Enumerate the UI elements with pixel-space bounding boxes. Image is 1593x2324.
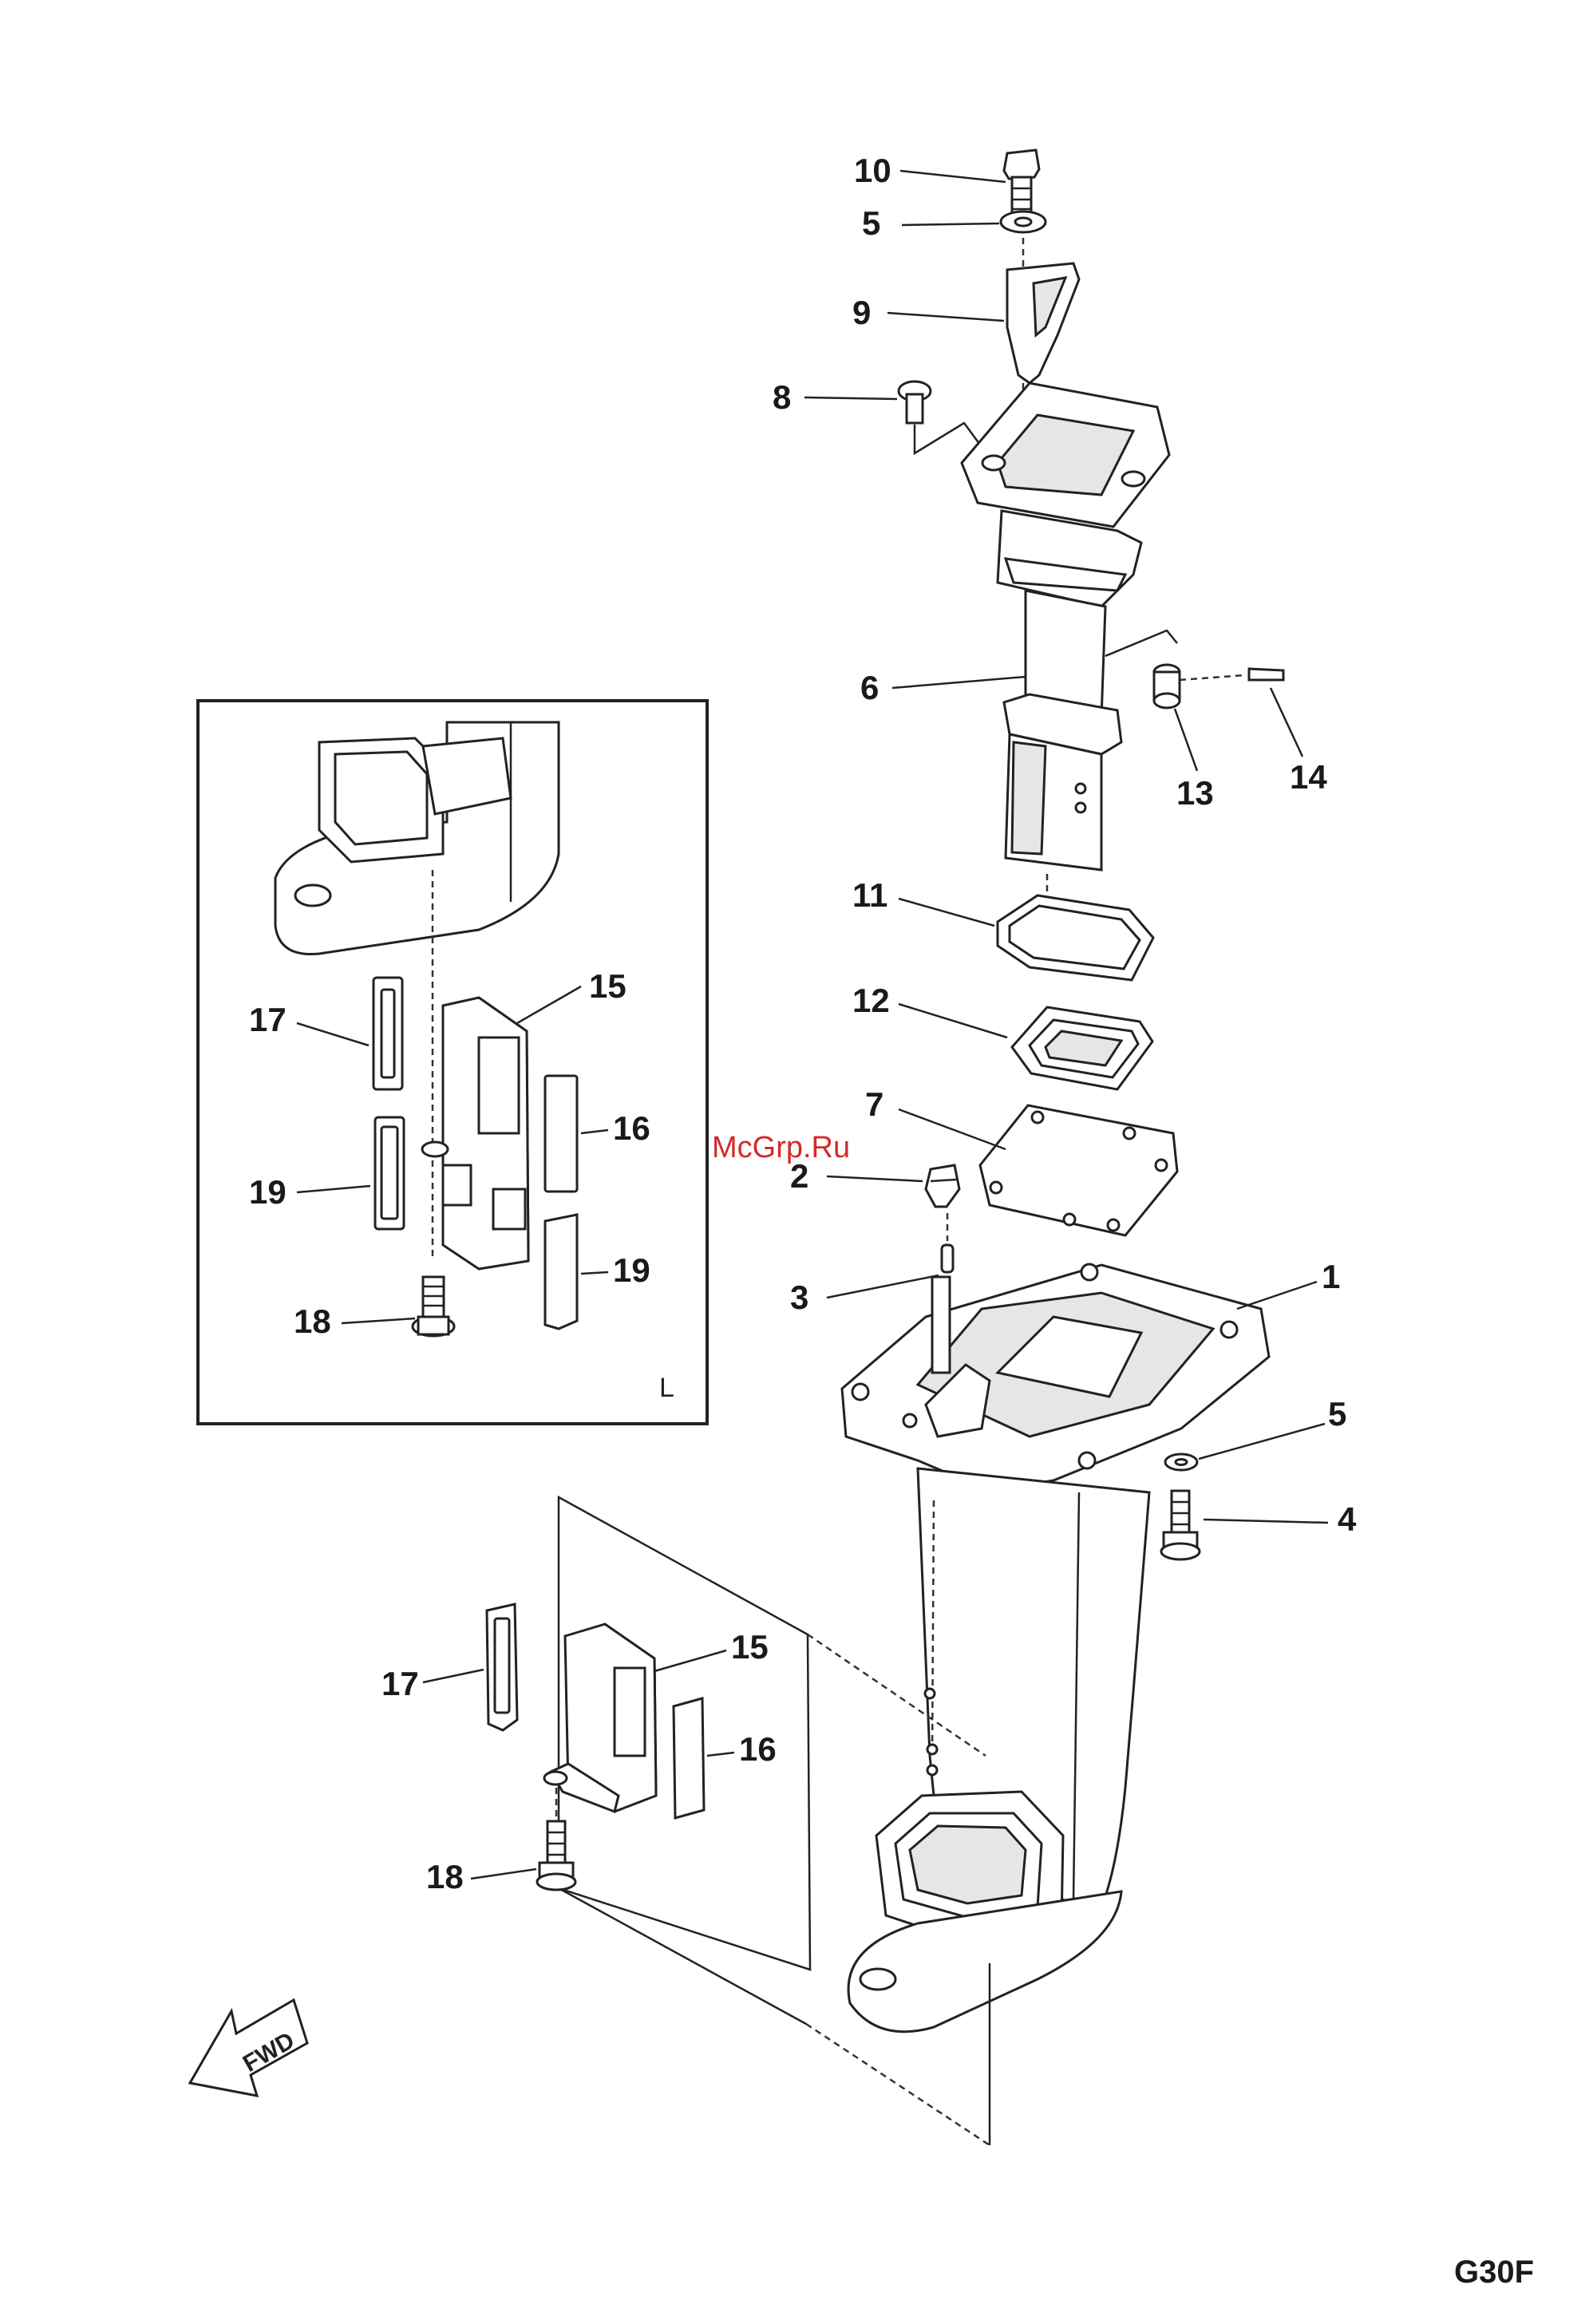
inset-part-19-right	[545, 1215, 577, 1329]
callout-15: 15	[731, 1628, 769, 1666]
inset-label: L	[659, 1373, 674, 1403]
callout-10: 10	[854, 152, 891, 189]
part-14-pin	[1180, 669, 1283, 680]
leader-16	[707, 1753, 734, 1756]
callout-7: 7	[865, 1085, 883, 1123]
callout-6: 6	[860, 669, 879, 706]
callout-16: 16	[739, 1730, 777, 1768]
leader-13-14-frame	[1105, 630, 1177, 656]
callout-9: 9	[852, 294, 871, 331]
part-11-gasket	[998, 895, 1153, 980]
fwd-arrow: FWD	[190, 2000, 307, 2096]
leader-18	[471, 1869, 536, 1879]
leader-9	[887, 313, 1004, 321]
inset-lower-case-foot	[275, 722, 559, 955]
part-7-gasket	[980, 1105, 1177, 1235]
inset-detail-l: 15 17 16 19 19 18 L	[198, 701, 707, 1424]
leader-8-path	[915, 423, 982, 453]
callout-14: 14	[1290, 758, 1327, 796]
leader-8	[804, 397, 897, 399]
diagram-code: G30F	[1454, 2255, 1534, 2290]
watermark-text: McGrp.Ru	[712, 1131, 850, 1164]
callout-3: 3	[790, 1279, 808, 1316]
leader-4	[1204, 1520, 1328, 1523]
part-12-gasket	[1012, 1007, 1152, 1089]
leader-15	[654, 1650, 726, 1671]
part-5-washer-lower	[1165, 1454, 1197, 1470]
leader-17	[423, 1670, 484, 1682]
callout-11: 11	[852, 876, 887, 914]
part-5-washer-top	[1001, 211, 1046, 232]
part-4-bolt	[1161, 1491, 1200, 1559]
part-9-bracket	[1007, 263, 1079, 383]
inset-part-15	[422, 998, 528, 1269]
part-3-dowel	[942, 1245, 953, 1272]
callout-17-inset: 17	[249, 1001, 287, 1038]
leader-1	[1237, 1282, 1317, 1309]
leader-13	[1175, 709, 1197, 771]
leader-18a	[342, 1318, 415, 1323]
callout-5-top: 5	[862, 204, 880, 242]
inset-part-19-left	[375, 1117, 404, 1229]
part-6-exhaust-guide	[962, 383, 1169, 870]
callout-4: 4	[1338, 1500, 1357, 1538]
leader-16a	[581, 1130, 608, 1133]
projection-line-bottom	[806, 2024, 990, 2145]
part-15-bracket	[544, 1624, 656, 1812]
leader-10	[900, 171, 1006, 182]
callout-8: 8	[773, 378, 791, 416]
leader-5-top	[902, 223, 999, 225]
part-13-bushing	[1154, 665, 1180, 708]
inset-part-16	[545, 1076, 577, 1192]
part-8-screw	[899, 381, 931, 423]
part-1-upper-casing	[842, 1264, 1269, 2032]
leader-12	[899, 1004, 1007, 1038]
leader-19b	[581, 1272, 608, 1274]
callout-16-inset: 16	[613, 1109, 650, 1147]
leader-17a	[297, 1023, 369, 1045]
leader-14	[1271, 688, 1302, 757]
part-16-plate	[674, 1698, 704, 1818]
leader-3	[827, 1275, 939, 1298]
part-10-bolt	[1004, 150, 1039, 217]
inset-part-17	[374, 978, 402, 1089]
inset-part-18	[413, 1277, 454, 1336]
leader-11	[899, 899, 994, 926]
callout-18: 18	[426, 1858, 464, 1895]
callout-19-inset-left: 19	[249, 1173, 287, 1211]
leader-7	[899, 1109, 1006, 1149]
part-18-bolt	[537, 1821, 575, 1890]
callout-1: 1	[1322, 1258, 1340, 1295]
callout-17: 17	[381, 1665, 419, 1702]
leader-19a	[297, 1186, 370, 1192]
part-17-strip	[487, 1604, 517, 1730]
callout-19-inset-right: 19	[613, 1251, 650, 1289]
part-2-grommet	[926, 1165, 959, 1207]
callout-18-inset: 18	[294, 1302, 331, 1340]
leader-5-lower	[1199, 1424, 1325, 1459]
callout-15-inset: 15	[589, 967, 627, 1005]
callout-12: 12	[852, 982, 890, 1019]
leader-6	[892, 677, 1026, 688]
callout-13: 13	[1176, 774, 1214, 812]
callout-5-lower: 5	[1328, 1395, 1346, 1433]
leader-2	[827, 1176, 923, 1181]
leader-15a	[517, 986, 581, 1023]
